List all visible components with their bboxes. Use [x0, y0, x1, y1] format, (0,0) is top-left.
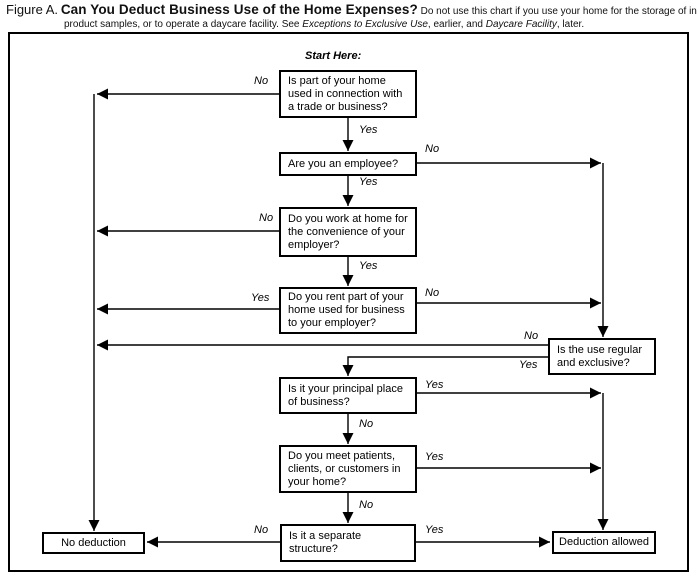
edge-label-no-regular: No	[523, 330, 540, 342]
edge-label-no-employee: No	[424, 143, 441, 155]
node-rent-to-employer: Do you rent part of your home used for b…	[279, 287, 417, 334]
edge-label-no-rent: No	[424, 287, 441, 299]
edge-label-yes-regular: Yes	[518, 359, 539, 371]
edge-label-no-trade: No	[253, 75, 270, 87]
node-meet-patients: Do you meet patients, clients, or custom…	[279, 445, 417, 493]
figure-caption: Figure A. Can You Deduct Business Use of…	[6, 3, 697, 31]
figure-note-italic-exceptions: Exceptions to Exclusive Use	[302, 19, 428, 30]
node-separate-structure: Is it a separate structure?	[280, 524, 416, 562]
start-here-label: Start Here:	[304, 50, 363, 62]
figure-note-part3: , later.	[556, 19, 585, 30]
figure-note: Do not use this chart if you use your ho…	[64, 6, 697, 30]
node-employee: Are you an employee?	[279, 152, 417, 176]
node-trade-or-business: Is part of your home used in connection …	[279, 70, 417, 118]
edge-label-yes-principal: Yes	[424, 379, 445, 391]
edge-label-yes-employee: Yes	[358, 176, 379, 188]
figure-label: Figure A.	[6, 2, 59, 17]
figure-note-part2: , earlier, and	[427, 19, 486, 30]
edge-label-yes-patients: Yes	[424, 451, 445, 463]
edge-label-yes-trade: Yes	[358, 124, 379, 136]
figure-heading: Can You Deduct Business Use of the Home …	[60, 2, 418, 17]
edge-label-yes-rent: Yes	[250, 292, 271, 304]
edge-label-yes-structure: Yes	[424, 524, 445, 536]
node-deduction-allowed: Deduction allowed	[552, 531, 656, 554]
figure-note-italic-daycare: Daycare Facility	[485, 19, 557, 30]
node-regular-exclusive: Is the use regular and exclusive?	[548, 338, 656, 375]
edge-label-no-patients: No	[358, 499, 375, 511]
edge-label-no-structure: No	[253, 524, 270, 536]
edge-label-yes-convenience: Yes	[358, 260, 379, 272]
edge-label-no-convenience: No	[258, 212, 275, 224]
edge-label-no-principal: No	[358, 418, 375, 430]
figure-note-part1: Do not use this chart if you use your ho…	[64, 6, 697, 30]
node-convenience-of-employer: Do you work at home for the convenience …	[279, 207, 417, 257]
node-principal-place: Is it your principal place of business?	[279, 377, 417, 414]
node-no-deduction: No deduction	[42, 532, 145, 554]
